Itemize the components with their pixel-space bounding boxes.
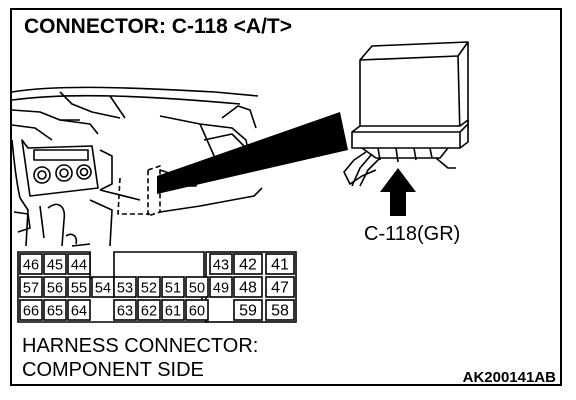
- diagram-title: CONNECTOR: C-118 <A/T>: [24, 15, 292, 38]
- ecu-module-drawing: [343, 41, 469, 187]
- pin-cell-64: [67, 299, 91, 321]
- pin-label-54: 54: [95, 281, 111, 297]
- pin-cell-63: [113, 299, 137, 321]
- pin-label-59: 59: [239, 303, 257, 320]
- pin-label-65: 65: [47, 304, 63, 320]
- pin-label-58: 58: [271, 303, 289, 320]
- pin-label-43: 43: [213, 258, 229, 274]
- pin-cell-65: [43, 299, 67, 321]
- pin-label-45: 45: [47, 258, 63, 274]
- harness-caption-line1: HARNESS CONNECTOR:: [22, 335, 258, 357]
- pin-cells: 46 45 44 57 56 55 54 53 52 51 50 49 48 47 66 65 64 63 62 61…: [19, 253, 295, 321]
- pin-label-62: 62: [141, 304, 157, 320]
- pin-label-55: 55: [71, 281, 87, 297]
- pin-label-66: 66: [23, 304, 39, 320]
- dashboard-illustration: [11, 86, 263, 247]
- pin-cell-58: [265, 299, 295, 321]
- pin-label-63: 63: [117, 304, 133, 320]
- pin-label-56: 56: [47, 281, 63, 297]
- pin-label-47: 47: [271, 280, 289, 297]
- pin-label-53: 53: [117, 281, 133, 297]
- pin-label-57: 57: [23, 281, 39, 297]
- pin-cell-45: [43, 253, 67, 275]
- pin-cell-52: [137, 276, 161, 298]
- pin-label-44: 44: [71, 258, 87, 274]
- pin-label-41: 41: [271, 257, 289, 274]
- pin-label-49: 49: [213, 281, 229, 297]
- pin-cell-44: [67, 253, 91, 275]
- pin-cell-50: [185, 276, 209, 298]
- pin-label-51: 51: [165, 281, 181, 297]
- pin-label-48: 48: [239, 280, 257, 297]
- pin-cell-57: [19, 276, 43, 298]
- pin-cell-43: [209, 253, 233, 275]
- pin-label-46: 46: [23, 258, 39, 274]
- pin-cell-66: [19, 299, 43, 321]
- pin-label-61: 61: [165, 304, 181, 320]
- pin-cell-61: [161, 299, 185, 321]
- figure-code: AK200141AB: [463, 369, 557, 386]
- pin-label-42: 42: [239, 257, 257, 274]
- pin-label-60: 60: [189, 304, 205, 320]
- pin-cell-42: [233, 253, 263, 275]
- pin-cell-59: [233, 299, 263, 321]
- pin-cell-46: [19, 253, 43, 275]
- harness-connector-face: 46 45 44 57 56 55 54 53 52 51 50 49 48 47 66 65 64 63 62 61…: [17, 251, 297, 323]
- pin-cell-56: [43, 276, 67, 298]
- diagram-frame: [10, 8, 562, 386]
- pin-cell-47: [265, 276, 295, 298]
- pin-cell-62: [137, 299, 161, 321]
- callout-wedge: [157, 112, 348, 194]
- pin-cell-51: [161, 276, 185, 298]
- pin-label-50: 50: [189, 281, 205, 297]
- pin-label-52: 52: [141, 281, 157, 297]
- connector-pointer-arrow: [380, 168, 416, 216]
- harness-caption-line2: COMPONENT SIDE: [22, 359, 204, 381]
- pin-cell-48: [233, 276, 263, 298]
- pin-cell-60: [185, 299, 209, 321]
- pin-cell-53: [113, 276, 137, 298]
- pin-cell-55: [67, 276, 91, 298]
- connector-label: C-118(GR): [364, 223, 460, 245]
- pin-label-64: 64: [71, 304, 87, 320]
- pin-cell-41: [265, 253, 295, 275]
- pin-cell-49: [209, 276, 233, 298]
